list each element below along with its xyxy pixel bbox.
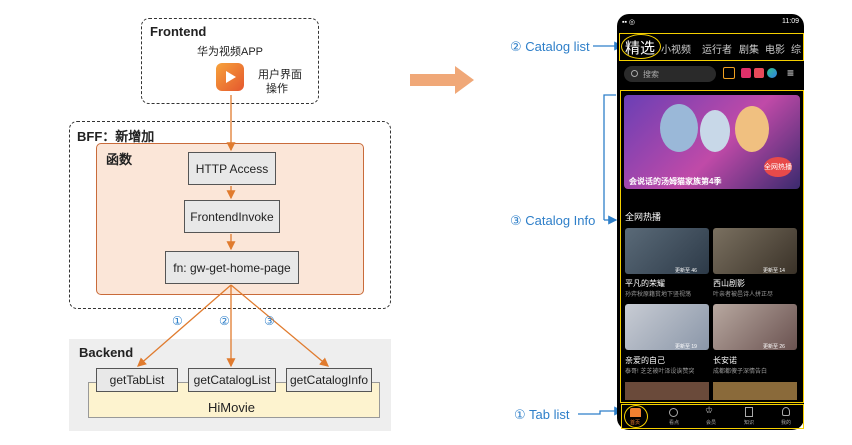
list-item-sub-4: 成都都傻子深情告白 <box>713 369 768 375</box>
list-item-thumb-5[interactable] <box>625 382 709 400</box>
banner-title: 会说话的汤姆猫家族第4季 <box>629 177 722 186</box>
banner-character-1 <box>660 104 698 152</box>
marker-2: ② <box>219 314 230 328</box>
selected-tab-ring <box>621 34 661 59</box>
tab-movies[interactable]: 电影 <box>765 45 785 56</box>
frontend-title: Frontend <box>150 24 207 39</box>
app-badge-icon-1[interactable] <box>723 67 735 79</box>
marker-1: ① <box>172 314 183 328</box>
list-item-thumb-3[interactable] <box>625 304 709 350</box>
list-item-tag-2: 更新至 14 <box>763 268 785 274</box>
annotation-catalog-info: ③ Catalog Info <box>510 213 596 228</box>
tab-variety[interactable]: 综 <box>791 45 801 56</box>
ui-label-1: 用户界面 <box>258 69 302 81</box>
bff-title: BFF：新增加 <box>77 129 155 144</box>
list-item-title-1: 平凡的荣耀 <box>625 279 665 288</box>
get-catalog-list-node: getCatalogList <box>188 368 276 392</box>
get-catalog-info-node: getCatalogInfo <box>286 368 372 392</box>
app-icon <box>216 63 244 91</box>
crown-icon[interactable]: ♔ <box>705 405 714 415</box>
menu-icon[interactable]: ≡ <box>787 66 795 80</box>
list-item-tag-3: 更新至 19 <box>675 344 697 350</box>
list-item-thumb-2[interactable] <box>713 228 797 274</box>
app-badge-icon-4[interactable] <box>767 68 777 78</box>
list-item-sub-1: 孙弈秋原籍贫地下竖视荡 <box>625 292 692 298</box>
catalog-info-highlight <box>620 90 804 403</box>
nav-home-ring <box>624 405 648 428</box>
tab-list-highlight <box>621 404 804 429</box>
nav-vip-label[interactable]: 会员 <box>706 420 717 426</box>
list-item-tag-1: 更新至 46 <box>675 268 697 274</box>
book-icon[interactable] <box>745 407 753 417</box>
list-item-thumb-1[interactable] <box>625 228 709 274</box>
list-item-thumb-4[interactable] <box>713 304 797 350</box>
app-name: 华为视频APP <box>197 46 264 58</box>
section-title: 全网热播 <box>625 212 662 222</box>
annotation-tab-list: ① Tab list <box>514 407 570 422</box>
list-item-sub-2: 叶亲者被邑诗人拼正尽 <box>713 292 774 298</box>
banner-character-3 <box>735 106 769 152</box>
app-badge-icon-2[interactable] <box>741 68 751 78</box>
search-icon <box>631 70 638 77</box>
bff-box <box>69 121 391 309</box>
nav-knowledge-label[interactable]: 知识 <box>744 420 755 426</box>
list-item-title-4: 长安诺 <box>713 356 737 365</box>
list-item-title-2: 西山剧影 <box>713 279 745 288</box>
tab-series[interactable]: 剧集 <box>739 45 759 56</box>
get-tab-list-node: getTabList <box>96 368 178 392</box>
nav-explore-label[interactable]: 看点 <box>669 420 680 426</box>
list-item-sub-3: 泰哥! 芝芝被叶泽设诶赞突 <box>625 369 695 375</box>
function-title: 函数 <box>106 152 133 167</box>
status-time: 11:09 <box>782 18 799 25</box>
list-item-tag-4: 更新至 26 <box>763 344 785 350</box>
tab-featured[interactable]: 精选 <box>625 40 656 57</box>
app-badge-icon-3[interactable] <box>754 68 764 78</box>
frontend-invoke-node: FrontendInvoke <box>184 200 280 233</box>
nav-profile-label[interactable]: 我的 <box>781 420 792 426</box>
catalog-tabs-highlight <box>619 33 804 61</box>
tab-short-video[interactable]: 小视频 <box>661 45 691 56</box>
status-left: ▪▪ ◎ <box>622 19 636 26</box>
annotation-catalog-list: ② Catalog list <box>510 39 590 54</box>
search-placeholder: 搜索 <box>643 70 659 79</box>
home-icon[interactable] <box>630 408 641 417</box>
banner-character-2 <box>700 110 730 152</box>
profile-icon[interactable] <box>782 407 790 416</box>
list-item-title-3: 亲爱的自己 <box>625 356 665 365</box>
http-access-node: HTTP Access <box>188 152 276 185</box>
frontend-box <box>141 18 319 104</box>
nav-home-label[interactable]: 首页 <box>630 420 641 426</box>
gw-get-home-page-node: fn: gw-get-home-page <box>165 251 299 284</box>
ui-label-2: 操作 <box>266 83 288 95</box>
list-item-thumb-6[interactable] <box>713 382 797 400</box>
explore-icon[interactable] <box>669 408 678 417</box>
phone-screen <box>617 14 804 430</box>
backend-title: Backend <box>79 345 134 360</box>
himovie-label: HiMovie <box>208 400 255 415</box>
tab-runners[interactable]: 运行者 <box>702 45 732 56</box>
search-bar[interactable] <box>624 66 716 82</box>
banner-badge: 全网热播 <box>764 157 792 177</box>
marker-3: ③ <box>264 314 275 328</box>
